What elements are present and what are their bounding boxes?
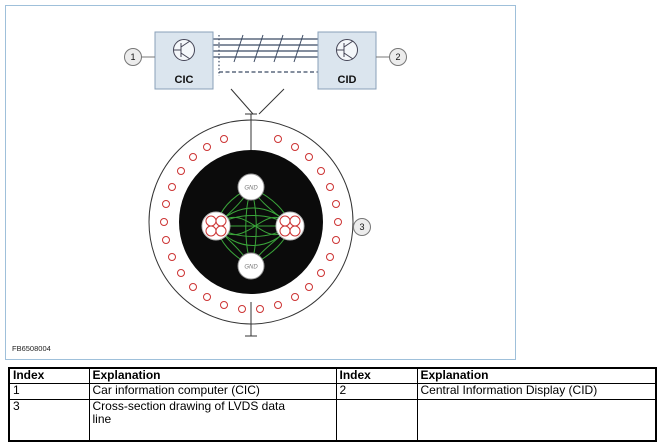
header-index-2: Index (335, 367, 418, 384)
callout-3-number: 3 (359, 222, 364, 232)
gnd-conductor-top: GND (237, 173, 265, 201)
callout-2-number: 2 (395, 52, 400, 62)
header-index-1: Index (8, 367, 90, 384)
cic-box: CIC (154, 31, 214, 90)
twist-marks (233, 34, 304, 63)
wire-bundle-right (275, 211, 305, 241)
cable-cross-section: GND GND (148, 113, 354, 337)
lvds-wires (213, 35, 318, 76)
cell-index (335, 399, 418, 442)
figure-code: FB6508004 (12, 344, 51, 353)
callout-1-number: 1 (130, 52, 135, 62)
legend-table: Index Explanation Index Explanation 1 Ca… (8, 367, 657, 442)
cell-explanation: Cross-section drawing of LVDS data line (88, 399, 337, 442)
centerline-marks (245, 113, 257, 337)
cell-explanation (416, 399, 657, 442)
cell-index: 1 (8, 383, 90, 400)
lvds-diagram-svg: CIC CID 1 2 (12, 31, 407, 353)
cell-explanation: Central Information Display (CID) (416, 383, 657, 400)
transistor-icon (173, 39, 195, 61)
cid-label: CID (338, 74, 357, 86)
legend-header-row: Index Explanation Index Explanation (8, 367, 657, 384)
header-explanation-2: Explanation (416, 367, 657, 384)
gnd-label-top: GND (244, 186, 258, 192)
shield-strand-ring (160, 135, 342, 313)
legend-row-1: 1 Car information computer (CIC) 2 Centr… (8, 383, 657, 400)
gnd-conductor-bottom: GND (237, 252, 265, 280)
lvds-diagram-figure: CIC CID 1 2 (5, 5, 516, 360)
cell-index: 2 (335, 383, 418, 400)
cid-box: CID (317, 31, 377, 90)
cell-explanation: Car information computer (CIC) (88, 383, 337, 400)
callout-2: 2 (376, 48, 407, 66)
callout-1: 1 (124, 48, 155, 66)
legend-row-2: 3 Cross-section drawing of LVDS data lin… (8, 399, 657, 442)
cell-explanation-text: Cross-section drawing of LVDS data line (92, 399, 286, 426)
cable-core (179, 150, 323, 294)
cell-index: 3 (8, 399, 90, 442)
wire-bundle-left (201, 211, 231, 241)
callout-3: 3 (353, 218, 371, 236)
funnel-pointer (230, 88, 285, 115)
cic-label: CIC (175, 74, 194, 86)
transistor-icon (336, 39, 358, 61)
header-explanation-1: Explanation (88, 367, 337, 384)
gnd-label-bottom: GND (244, 265, 258, 271)
